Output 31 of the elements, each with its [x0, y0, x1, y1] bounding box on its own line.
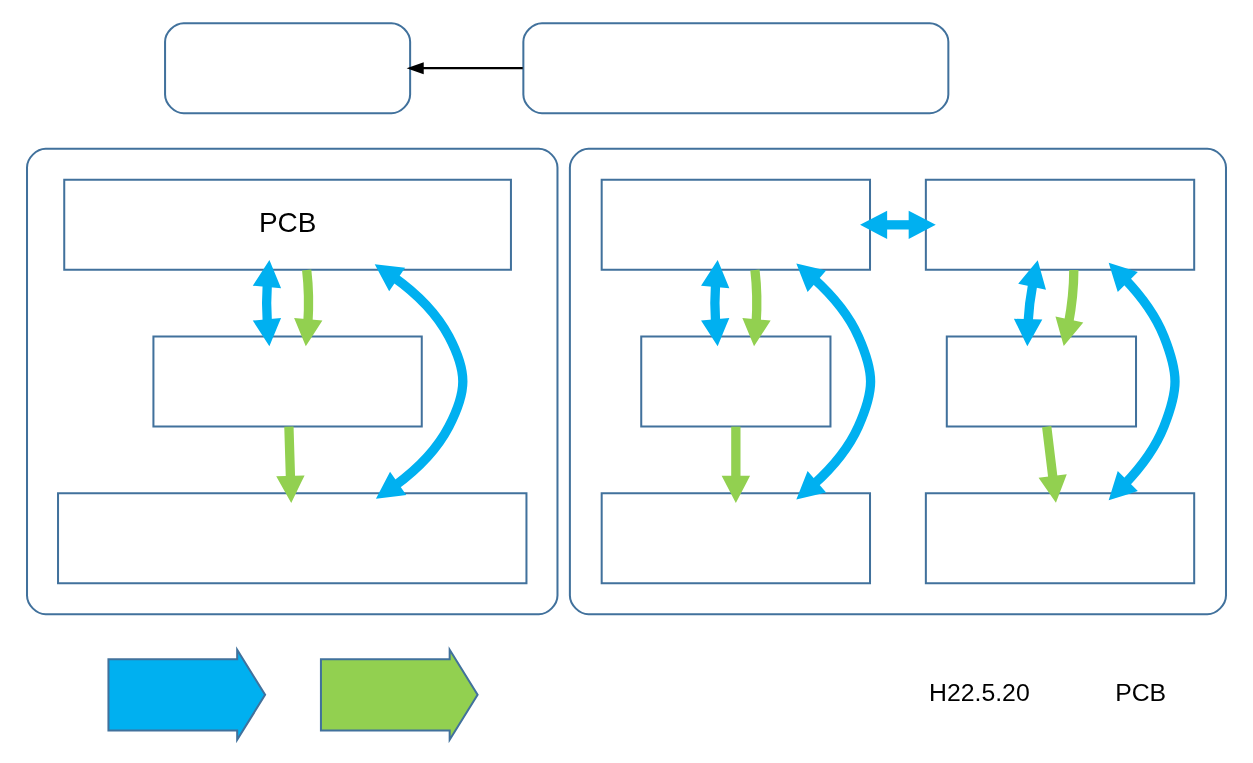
arrow — [374, 264, 468, 499]
node-box: PCB — [63, 178, 512, 271]
node-arrow — [319, 646, 479, 744]
arrow — [406, 62, 523, 75]
arrow — [860, 210, 936, 240]
arrow — [796, 263, 876, 500]
node-box — [945, 335, 1138, 428]
node-box — [152, 335, 423, 428]
node-arrow — [107, 646, 267, 744]
arrow — [1013, 260, 1046, 347]
node-box — [600, 492, 872, 585]
node-box — [640, 335, 832, 428]
cluster — [568, 147, 1227, 616]
arrow — [1038, 426, 1067, 503]
node-box — [600, 178, 872, 271]
node-box — [57, 492, 528, 585]
arrow — [701, 260, 730, 347]
cluster — [26, 147, 559, 616]
arrow — [1055, 269, 1084, 347]
arrow — [276, 426, 305, 503]
label: H22.5.20 — [929, 678, 1030, 706]
arrow — [742, 269, 771, 347]
arrow — [721, 426, 751, 503]
node-box — [164, 22, 412, 115]
arrow — [252, 260, 282, 347]
node-box — [522, 22, 950, 115]
arrow — [294, 269, 323, 347]
label: PCB — [1115, 678, 1167, 706]
node-box — [924, 492, 1196, 585]
arrow — [1108, 262, 1180, 501]
node-box — [924, 178, 1196, 271]
